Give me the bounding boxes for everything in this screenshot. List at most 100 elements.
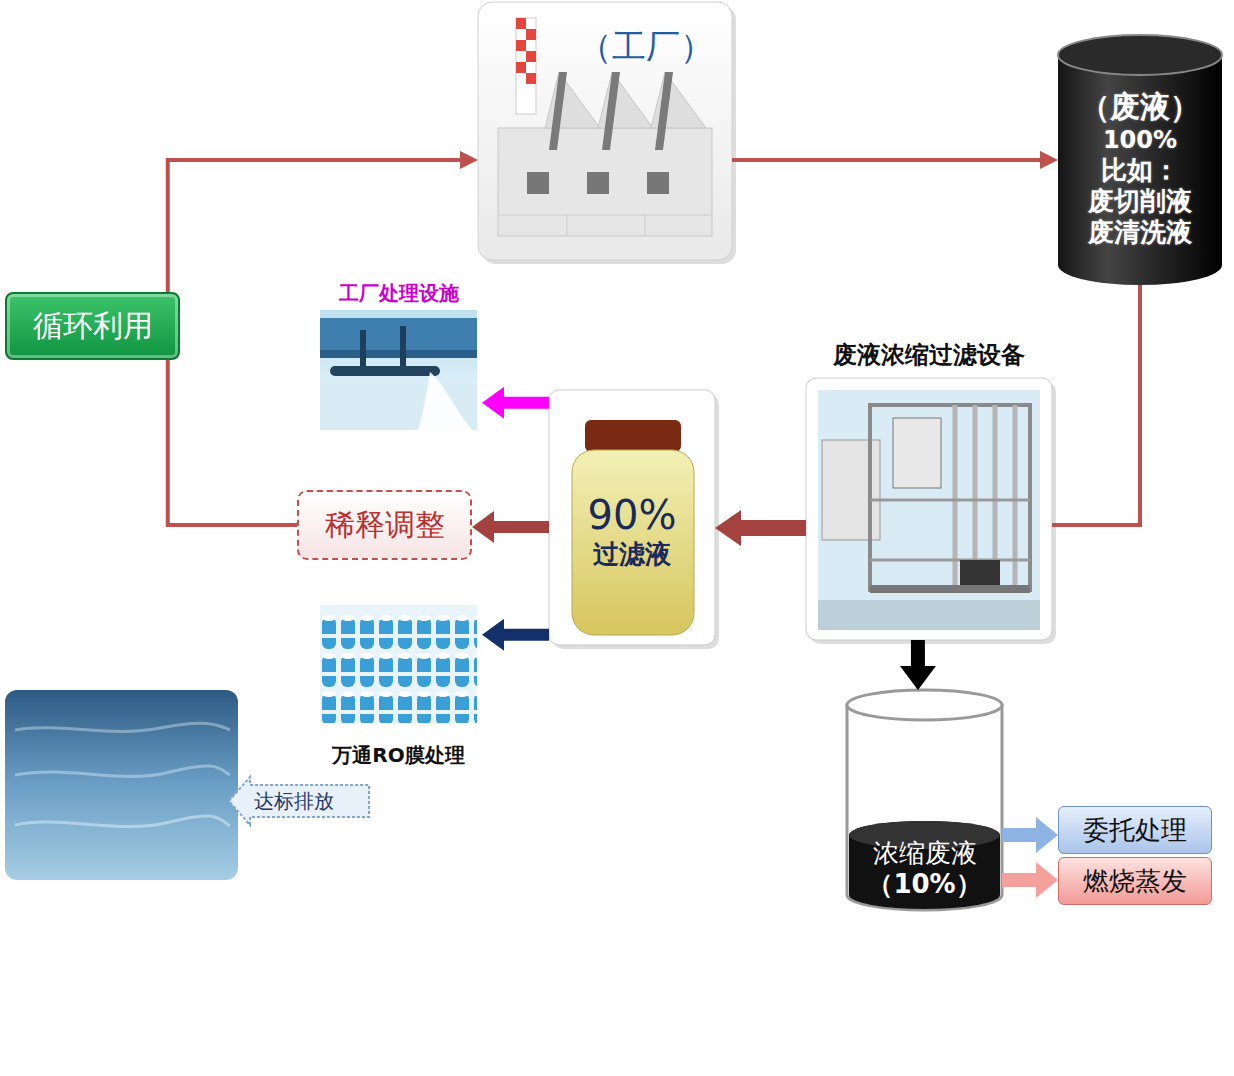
tank-label: （废液） bbox=[1080, 89, 1200, 125]
filtrate-jar: 90%过滤液 bbox=[549, 390, 715, 645]
card-shadow bbox=[482, 6, 736, 264]
ground-line bbox=[645, 215, 646, 236]
cabinet bbox=[893, 418, 941, 488]
photo-bg bbox=[320, 605, 477, 723]
block-arrow bbox=[741, 520, 806, 536]
flow-line bbox=[168, 360, 297, 525]
pipe bbox=[360, 330, 366, 370]
ripple bbox=[15, 723, 230, 731]
photo-caption: 工厂处理设施 bbox=[339, 280, 459, 306]
ground-line bbox=[498, 215, 712, 216]
water-photo bbox=[5, 690, 238, 880]
card-bg bbox=[806, 378, 1052, 640]
frame bbox=[870, 405, 1030, 590]
chimney bbox=[516, 18, 536, 114]
ripple bbox=[15, 816, 230, 827]
jar-label: 90% bbox=[588, 492, 677, 538]
card-shadow bbox=[810, 382, 1056, 644]
chimney-stripe bbox=[516, 18, 526, 29]
pipe bbox=[953, 405, 958, 590]
chimney-stripe bbox=[526, 73, 536, 84]
photo-bg bbox=[320, 310, 477, 430]
concentrate-tank: 浓缩废液（10%） bbox=[847, 690, 1002, 912]
chimney-stripe bbox=[526, 51, 536, 62]
water-jet bbox=[418, 372, 472, 430]
incinerate-box: 燃烧蒸发 bbox=[1058, 857, 1212, 905]
block-arrow bbox=[911, 640, 925, 666]
dilution-box: 稀释调整 bbox=[297, 490, 472, 560]
factory-icon bbox=[478, 2, 736, 264]
roof-bar bbox=[655, 72, 673, 150]
pump bbox=[960, 560, 1000, 585]
floor bbox=[818, 600, 1040, 630]
water-bg bbox=[5, 690, 238, 880]
jar-label: 过滤液 bbox=[593, 538, 671, 570]
waste-liquid-tank: （废液）100%比如：废切削液废清洗液 bbox=[1058, 35, 1222, 285]
ground-line bbox=[567, 215, 568, 236]
ro-membrane-photo bbox=[320, 605, 477, 723]
tank-wall bbox=[320, 318, 477, 352]
arrow-outline bbox=[229, 777, 369, 825]
equipment-photo bbox=[806, 378, 1056, 644]
jar-body bbox=[572, 450, 694, 635]
factory-card: （工厂） bbox=[478, 2, 732, 260]
tank-body bbox=[1058, 55, 1222, 285]
factory-label: （工厂） bbox=[578, 26, 714, 66]
ripple bbox=[15, 766, 230, 777]
filtrate-jar-drawing bbox=[549, 390, 719, 649]
tank-label: 废清洗液 bbox=[1088, 217, 1192, 248]
roof-bar bbox=[549, 72, 567, 150]
box-label: 稀释调整 bbox=[325, 507, 445, 543]
photo-caption: 万通RO膜处理 bbox=[332, 742, 464, 768]
recycle-box: 循环利用 bbox=[5, 292, 180, 360]
discharge-arrow: 达标排放 bbox=[228, 776, 370, 826]
flow-arrow bbox=[168, 160, 460, 292]
window bbox=[527, 172, 549, 194]
treatment-facility: 工厂处理设施 bbox=[315, 280, 482, 432]
box-label: 委托处理 bbox=[1083, 814, 1187, 846]
entrust-box: 委托处理 bbox=[1058, 806, 1212, 854]
roof-bar bbox=[602, 72, 620, 150]
block-arrow bbox=[1002, 828, 1036, 842]
concentrate-tank-drawing bbox=[847, 690, 1002, 910]
block-arrow bbox=[504, 629, 549, 641]
arrow-label: 达标排放 bbox=[254, 788, 334, 814]
treatment-facility-photo bbox=[320, 310, 477, 430]
pipe bbox=[1013, 405, 1018, 590]
photo-bg bbox=[818, 390, 1040, 630]
chimney-stripe bbox=[526, 29, 536, 40]
membrane-tubes bbox=[320, 612, 477, 723]
tank-top bbox=[1058, 35, 1222, 75]
tank-liquid bbox=[849, 821, 1000, 909]
pipe bbox=[400, 326, 406, 370]
factory-card-bg bbox=[478, 2, 732, 260]
jar-cap bbox=[585, 420, 681, 452]
tank-label: 浓缩废液 bbox=[873, 838, 977, 869]
flow-arrow bbox=[732, 158, 1040, 162]
window bbox=[587, 172, 609, 194]
block-arrow bbox=[504, 397, 549, 409]
tank-top bbox=[847, 690, 1002, 720]
tank-rim bbox=[320, 350, 477, 358]
card-bg bbox=[549, 390, 715, 645]
base bbox=[870, 585, 1030, 593]
block-arrow bbox=[494, 521, 549, 533]
box-label: 燃烧蒸发 bbox=[1083, 865, 1187, 897]
box-label: 循环利用 bbox=[33, 308, 153, 344]
block-arrow bbox=[1002, 873, 1036, 887]
tank-label: 100% bbox=[1103, 125, 1177, 155]
rail bbox=[870, 499, 1030, 502]
ro-membrane: 万通RO膜处理 bbox=[315, 603, 482, 768]
pipe bbox=[330, 366, 440, 376]
tank-body bbox=[847, 705, 1002, 910]
chimney-stripe bbox=[516, 62, 526, 73]
rail bbox=[870, 559, 1030, 562]
window bbox=[647, 172, 669, 194]
waste-tank-drawing bbox=[1058, 35, 1222, 285]
flow-line bbox=[1052, 285, 1140, 525]
tank-label: 比如： bbox=[1101, 155, 1179, 186]
concentration-filter-equipment: 废液浓缩过滤设备 bbox=[806, 340, 1052, 640]
tank-label: 废切削液 bbox=[1088, 186, 1192, 217]
